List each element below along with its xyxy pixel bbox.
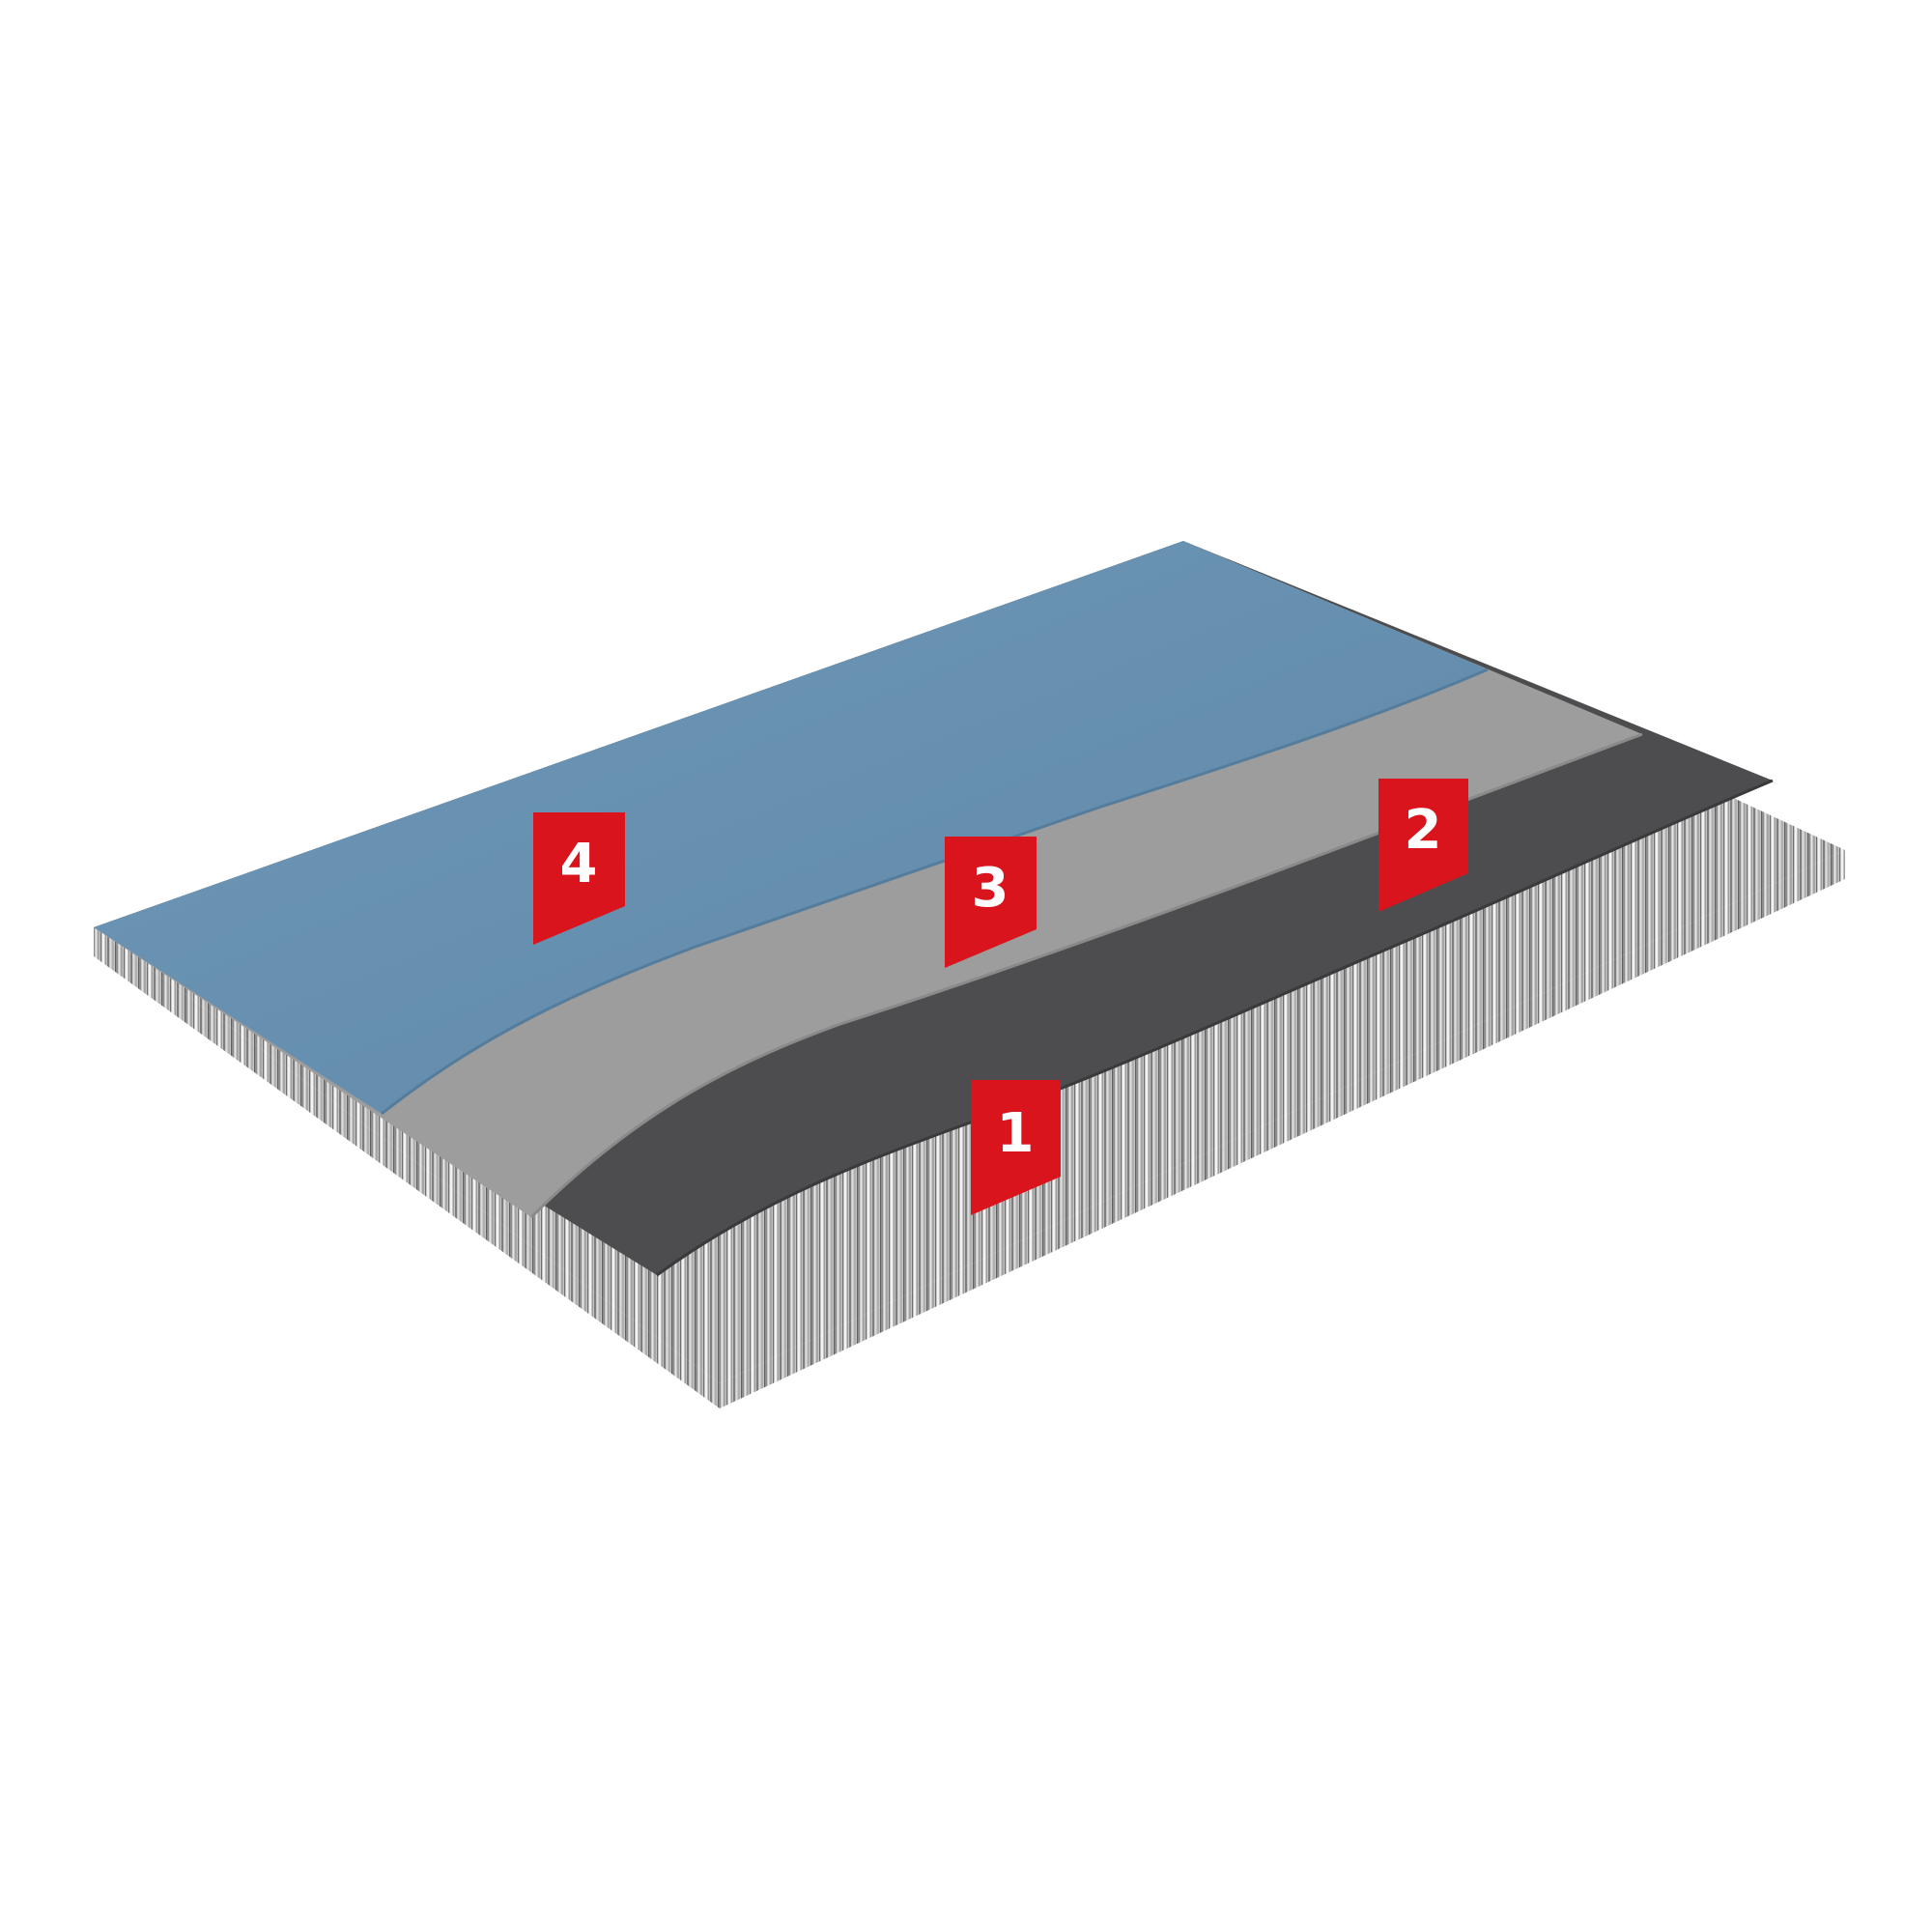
layer-tag-3: 3: [945, 837, 1037, 968]
layer-2-seam: [656, 779, 1774, 1277]
slab-right-edge: [720, 850, 1845, 1408]
tag-1-flag: [971, 1080, 1061, 1215]
tag-3-flag: [945, 837, 1037, 968]
layer-tag-4: 4: [533, 812, 625, 945]
layer-tag-2: 2: [1378, 779, 1468, 912]
slab-front-edge: [94, 927, 720, 1408]
layer-4-topcoat: [94, 541, 1488, 1114]
tag-1-number: 1: [997, 1102, 1035, 1165]
layer-4-seam: [381, 668, 1489, 1116]
tag-4-number: 4: [560, 833, 598, 895]
tag-2-number: 2: [1405, 799, 1442, 862]
tag-3-number: 3: [972, 857, 1009, 920]
tag-4-flag: [533, 812, 625, 945]
tag-2-flag: [1378, 779, 1468, 912]
layer-tag-1: 1: [971, 1080, 1061, 1215]
